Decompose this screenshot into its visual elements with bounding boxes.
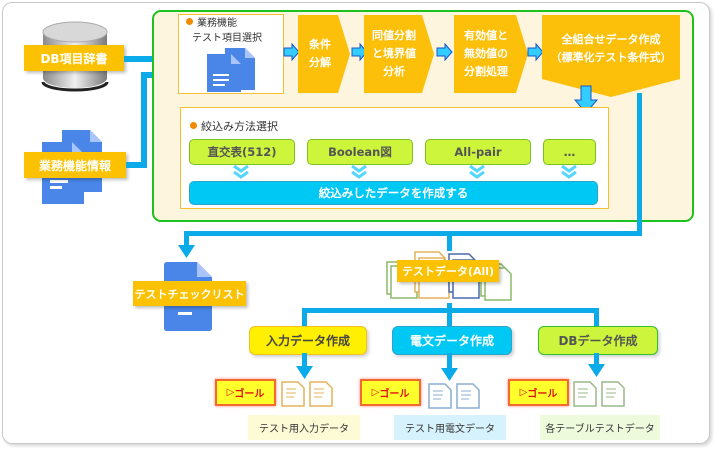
step-3[interactable]: 有効値と 無効値の 分割処理 [454, 15, 528, 93]
chevron-down-icon [469, 164, 485, 179]
output-table-data: 各テーブルテストデータ [540, 415, 660, 440]
connector-line [124, 56, 164, 62]
connector-line [447, 353, 452, 369]
document-pair-icon [428, 383, 480, 409]
arrow-down-icon [441, 368, 458, 381]
step-arrow-icon [283, 42, 300, 62]
output-input-data: テスト用入力データ [248, 415, 360, 440]
connector-line [447, 231, 452, 251]
goal-badge: ▷ゴール [360, 379, 421, 406]
test-data-all-tag: テストデータ(All) [397, 260, 499, 282]
selection-title: 業務機能 テスト項目選択 [186, 16, 262, 46]
method-more-button[interactable]: … [543, 139, 596, 165]
output-message-data: テスト用電文データ [394, 415, 506, 440]
chevron-down-icon [233, 164, 249, 179]
connector-line [594, 308, 599, 328]
method-allpair-button[interactable]: All-pair [425, 139, 531, 165]
arrow-down-icon [296, 366, 313, 379]
db-dictionary-tag: DB項目辞書 [24, 45, 124, 71]
bullet-icon [190, 122, 197, 129]
connector-line [447, 303, 452, 327]
create-message-data-button[interactable]: 電文データ作成 [392, 326, 512, 355]
document-pair-icon [281, 381, 333, 407]
create-db-data-button[interactable]: DBデータ作成 [538, 326, 658, 355]
checklist-tag: テストチェックリスト [133, 281, 246, 306]
chevron-down-icon [351, 164, 367, 179]
method-orthogonal-button[interactable]: 直交表(512) [189, 139, 295, 165]
connector-line [594, 353, 599, 365]
connector-line [302, 308, 599, 313]
business-info-tag: 業務機能情報 [24, 152, 126, 178]
create-input-data-button[interactable]: 入力データ作成 [249, 326, 367, 355]
connector-line [637, 93, 642, 235]
flag-icon: ▷ [371, 387, 380, 398]
goal-badge: ▷ゴール [508, 379, 569, 406]
goal-badge: ▷ゴール [215, 379, 276, 406]
chevron-down-icon [561, 164, 577, 179]
connector-line [302, 308, 307, 328]
create-narrowed-data-button[interactable]: 絞込みしたデータを作成する [189, 181, 598, 205]
step-arrow-icon [527, 42, 544, 62]
narrowing-title: 絞込み方法選択 [190, 118, 278, 134]
connector-line [184, 231, 642, 236]
document-pair-icon [573, 381, 625, 407]
arrow-down-icon [573, 85, 599, 114]
connector-line [302, 353, 307, 367]
connector-line [141, 72, 147, 168]
step-1[interactable]: 条件 分解 [298, 15, 350, 93]
step-arrow-icon [436, 42, 453, 62]
bullet-icon [186, 18, 193, 25]
flag-icon: ▷ [519, 387, 528, 398]
method-boolean-button[interactable]: Boolean図 [307, 139, 413, 165]
flag-icon: ▷ [226, 387, 235, 398]
arrow-down-icon [588, 364, 605, 377]
arrow-down-icon [178, 245, 195, 258]
step-4[interactable]: 全組合せデータ作成 （標準化テスト条件式） [542, 15, 680, 97]
step-2[interactable]: 同値分割 と境界値 分析 [364, 15, 434, 93]
connector-line [126, 162, 144, 168]
document-icon [207, 48, 255, 92]
step-arrow-icon [351, 42, 368, 62]
connector-line [184, 231, 189, 247]
